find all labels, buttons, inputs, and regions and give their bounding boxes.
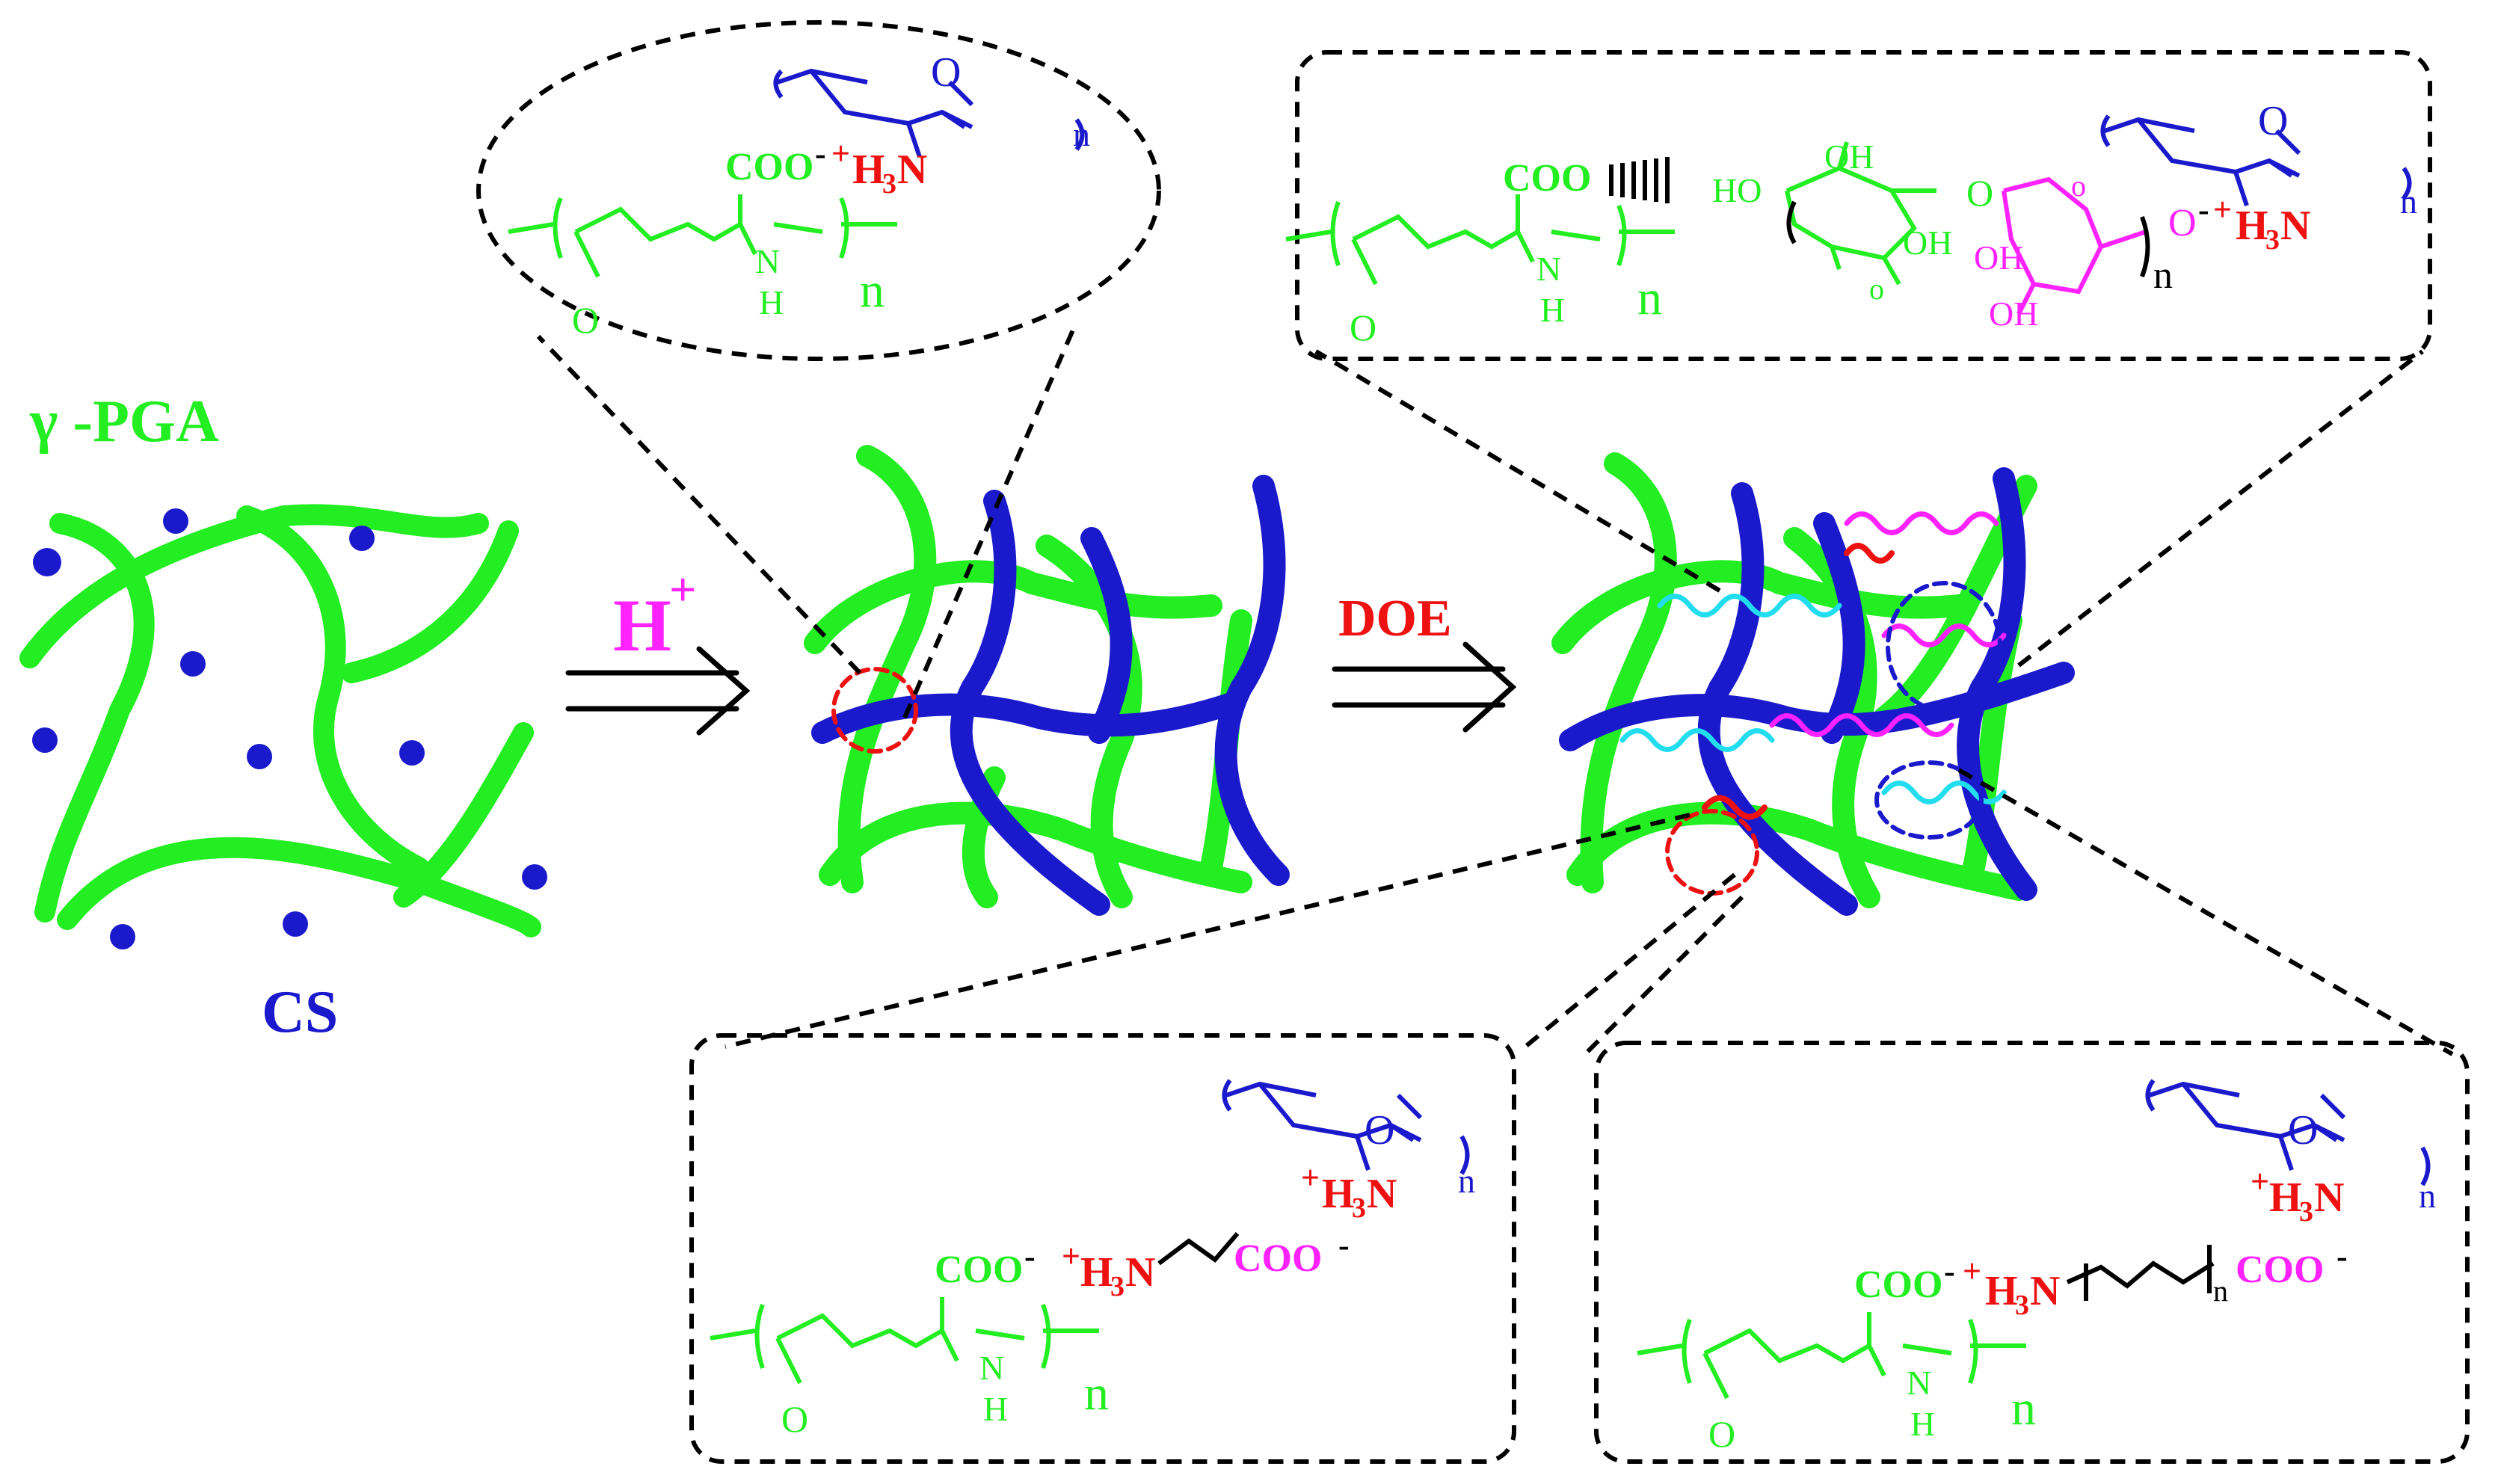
sugar-o-small: o xyxy=(1869,272,1884,306)
cs-ring-o: O xyxy=(931,49,961,96)
pga-nh-h: H xyxy=(759,283,784,321)
bl-pga-o: O xyxy=(781,1398,808,1440)
sugar-oh-top: OH xyxy=(1824,138,1874,176)
br-pga-nh-n: N xyxy=(1907,1364,1931,1402)
doe-step-arrow: DOE xyxy=(1332,590,1517,733)
br-amine-h: H xyxy=(1985,1268,2018,1314)
sugar-link-o: O xyxy=(1966,172,1993,214)
ester-minus: - xyxy=(2198,191,2209,228)
ester-amine-h: H xyxy=(2236,203,2268,249)
br-amine-sub3: 3 xyxy=(2015,1290,2029,1321)
ionic-pair-callout: O n COO - + H 3 N O N H n xyxy=(476,20,1161,361)
sugar2-o-small: o xyxy=(2071,169,2086,203)
sugar-oh-right: OH xyxy=(1903,224,1952,262)
pec-network xyxy=(804,445,1290,916)
zoom-lines-right xyxy=(724,349,2454,1056)
acid-step-sup: + xyxy=(669,563,696,616)
br-acid-minus: - xyxy=(2336,1238,2348,1275)
hash-bond-icon xyxy=(1609,157,1670,203)
pga-nh-n: N xyxy=(755,242,780,280)
ester-pga-nh-n: N xyxy=(1536,250,1561,288)
zoom-lines-top-left xyxy=(536,320,1079,719)
ester-cs-n-sub: n xyxy=(2400,182,2417,221)
amine-h: H xyxy=(852,147,885,193)
ester-pga-coo: COO xyxy=(1503,157,1591,200)
sugar2-oh-bottom: OH xyxy=(1989,295,2038,333)
amine-sub3: 3 xyxy=(882,168,896,200)
pga-o: O xyxy=(572,299,599,341)
bl-cs-o: O xyxy=(1365,1107,1394,1154)
bl-pga-n-sub: n xyxy=(1084,1366,1109,1420)
amine-plus: + xyxy=(831,135,850,172)
ester-amine-n: N xyxy=(2280,203,2310,249)
bl-pga-nh-n: N xyxy=(979,1349,1004,1387)
ester-pga-nh-h: H xyxy=(1540,291,1565,329)
acid-step-arrow: H + xyxy=(565,563,751,736)
bl-amine-h: H xyxy=(1080,1249,1113,1296)
pga-n-sub: n xyxy=(860,263,885,318)
crosslinked-network xyxy=(1551,452,2075,916)
double-arrow-right-icon xyxy=(1332,641,1517,733)
ester-cs-o: O xyxy=(2258,98,2288,144)
bl-cs-amine-h: H xyxy=(1322,1171,1355,1217)
pga-coo-minus: - xyxy=(815,135,826,172)
cs-label: CS xyxy=(262,979,338,1045)
cs-ring-n-sub: n xyxy=(1073,115,1090,153)
pga-cs-mixture: γ -PGA CS xyxy=(19,389,547,1045)
cs-dots xyxy=(32,508,547,949)
bl-plus: + xyxy=(1062,1238,1080,1275)
amine-n: N xyxy=(897,147,927,193)
br-cs-o: O xyxy=(2288,1107,2318,1154)
ester-o-minus: O xyxy=(2168,202,2197,244)
br-plus: + xyxy=(1963,1253,1981,1290)
ester-plus: + xyxy=(2213,191,2232,228)
bl-amine-sub3: 3 xyxy=(1110,1271,1125,1302)
pga-label: γ -PGA xyxy=(29,389,219,455)
sugar-ho: HO xyxy=(1712,171,1762,209)
ester-pga-o: O xyxy=(1350,307,1376,348)
bl-pga-minus: - xyxy=(1024,1238,1036,1275)
bl-amine-n: N xyxy=(1125,1249,1155,1296)
br-pga-o: O xyxy=(1708,1413,1735,1455)
br-acid-coo: COO xyxy=(2236,1249,2324,1291)
cs-ring-structure xyxy=(773,68,1085,158)
br-amine-n: N xyxy=(2030,1268,2060,1314)
br-repeat-n: n xyxy=(2213,1274,2228,1308)
bl-acid-coo: COO xyxy=(1234,1237,1322,1280)
br-pga-nh-h: H xyxy=(1910,1405,1935,1443)
ester-crosslink-callout: COO O N H n HO OH OH o O xyxy=(1285,50,2432,361)
br-pga-coo: COO xyxy=(1854,1263,1942,1306)
bl-cs-n-sub: n xyxy=(1458,1162,1475,1200)
bl-acid-minus: - xyxy=(1338,1227,1350,1263)
oligo-amino-bridge-callout: O n + H 3 N COO - + H 3 N n COO - xyxy=(1594,1041,2470,1464)
br-pga-n-sub: n xyxy=(2011,1381,2036,1435)
amino-acid-bridge-callout: O n + H 3 N COO - + H 3 N COO - O N H n xyxy=(689,1033,1516,1464)
br-cs-amine-n: N xyxy=(2314,1174,2344,1221)
sugar2-oh-left: OH xyxy=(1974,238,2023,277)
br-pga-minus: - xyxy=(1944,1253,1955,1290)
pga-chains xyxy=(19,504,541,937)
doe-step-label: DOE xyxy=(1338,590,1452,647)
bl-cs-plus: + xyxy=(1301,1160,1320,1196)
pga-coo-label: COO xyxy=(725,146,813,188)
br-cs-plus: + xyxy=(2251,1163,2269,1200)
ester-amine-sub3: 3 xyxy=(2265,224,2280,256)
br-cs-amine-sub3: 3 xyxy=(2299,1196,2313,1228)
acid-step-label: H xyxy=(613,584,671,667)
ester-pga-n-sub: n xyxy=(1637,271,1662,325)
bl-pga-coo: COO xyxy=(935,1249,1023,1291)
br-cs-n-sub: n xyxy=(2419,1177,2436,1215)
bl-cs-amine-sub3: 3 xyxy=(1352,1192,1366,1224)
bl-pga-nh-h: H xyxy=(983,1390,1008,1428)
sugar-n-sub: n xyxy=(2153,254,2173,297)
pga-backbone-structure xyxy=(508,194,897,278)
double-arrow-right-icon xyxy=(565,646,751,736)
bl-cs-amine-n: N xyxy=(1367,1171,1397,1217)
br-cs-amine-h: H xyxy=(2269,1174,2302,1221)
